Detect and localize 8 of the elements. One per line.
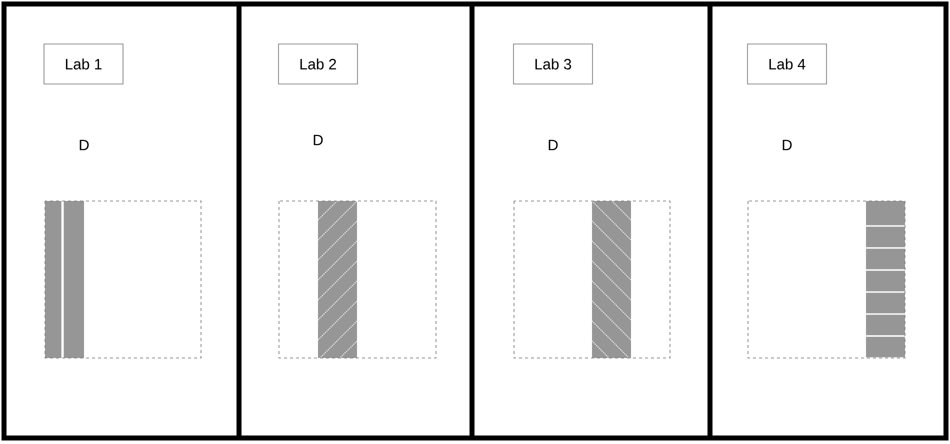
letter-label: D bbox=[782, 140, 792, 150]
letter-label: D bbox=[548, 140, 558, 150]
label-box: Lab 1 bbox=[44, 44, 124, 84]
letter-label: D bbox=[314, 134, 323, 146]
label-box: Lab 2 bbox=[278, 44, 358, 84]
label-box: Lab 3 bbox=[513, 44, 593, 84]
letter-label: D bbox=[80, 140, 89, 150]
label-box: Lab 4 bbox=[747, 44, 827, 84]
